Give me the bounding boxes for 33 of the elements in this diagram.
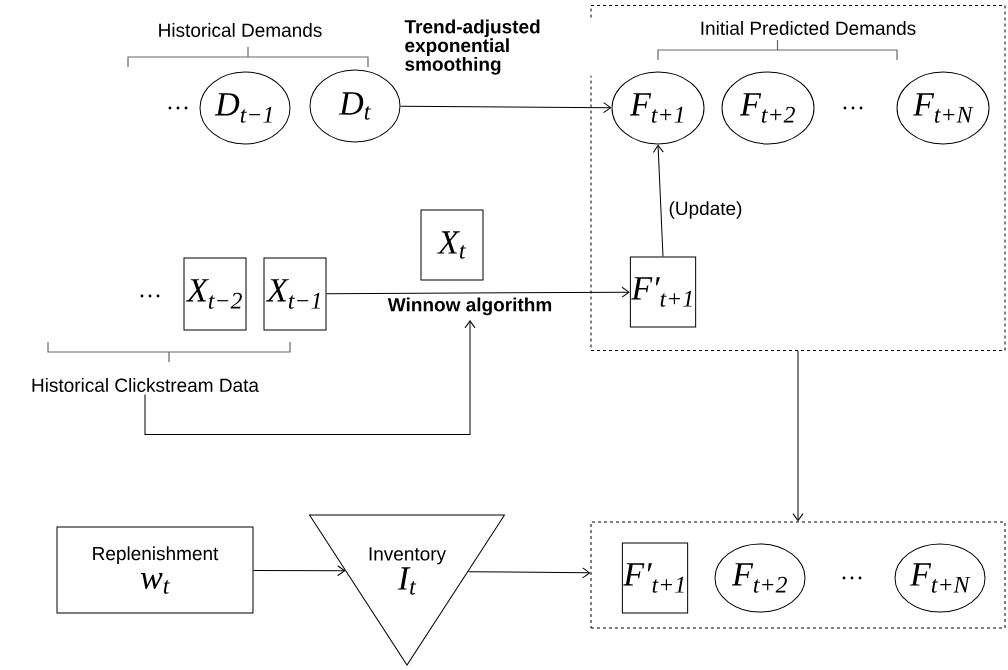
arrow (400, 102, 612, 114)
arrow (326, 286, 630, 298)
arrow (652, 144, 664, 257)
arrow (144, 320, 476, 435)
ellipsis: … (840, 105, 866, 111)
variable-box: X$_{t−1}$ (263, 257, 327, 331)
dashed-frame (590, 5, 1006, 351)
variable-box: F′$_{t+1}$ (629, 256, 697, 328)
ellipsis: … (839, 575, 865, 581)
ellipse-node: F$_{t+2}$ (714, 543, 806, 613)
inventory-triangle: Inventory I$_{t}$ (309, 514, 505, 666)
replenishment-box: Replenishment w$_{t}$ (56, 526, 254, 614)
group-heading: Historical Demands (156, 22, 324, 38)
ellipse-node: F$_{t+N}$ (896, 71, 990, 145)
arrow (792, 350, 804, 522)
ellipse-node: F$_{t+2}$ (721, 71, 815, 145)
edge-label: Winnow algorithm (386, 296, 554, 317)
arrow (253, 565, 346, 577)
ellipse-node: D$_{t−1}$ (199, 71, 291, 145)
group-caption: Historical Clickstream Data (32, 378, 259, 392)
ellipsis: … (165, 105, 191, 111)
ellipse-node: F$_{t+1}$ (611, 71, 705, 145)
variable-box: X$_{t−2}$ (183, 257, 247, 331)
ellipsis: … (137, 293, 163, 299)
edge-label: Trend-adjusted exponential smoothing (403, 18, 596, 76)
arrow (468, 567, 591, 579)
edge-label: (Update) (667, 200, 744, 220)
group-heading: Initial Predicted Demands (698, 20, 918, 36)
dashed-frame (590, 521, 1006, 629)
ellipse-node: F$_{t+N}$ (894, 543, 986, 613)
variable-box: X$_{t}$ (420, 209, 484, 281)
variable-box: F′$_{t+1}$ (621, 542, 689, 614)
ellipse-node: D$_{t}$ (309, 69, 401, 143)
